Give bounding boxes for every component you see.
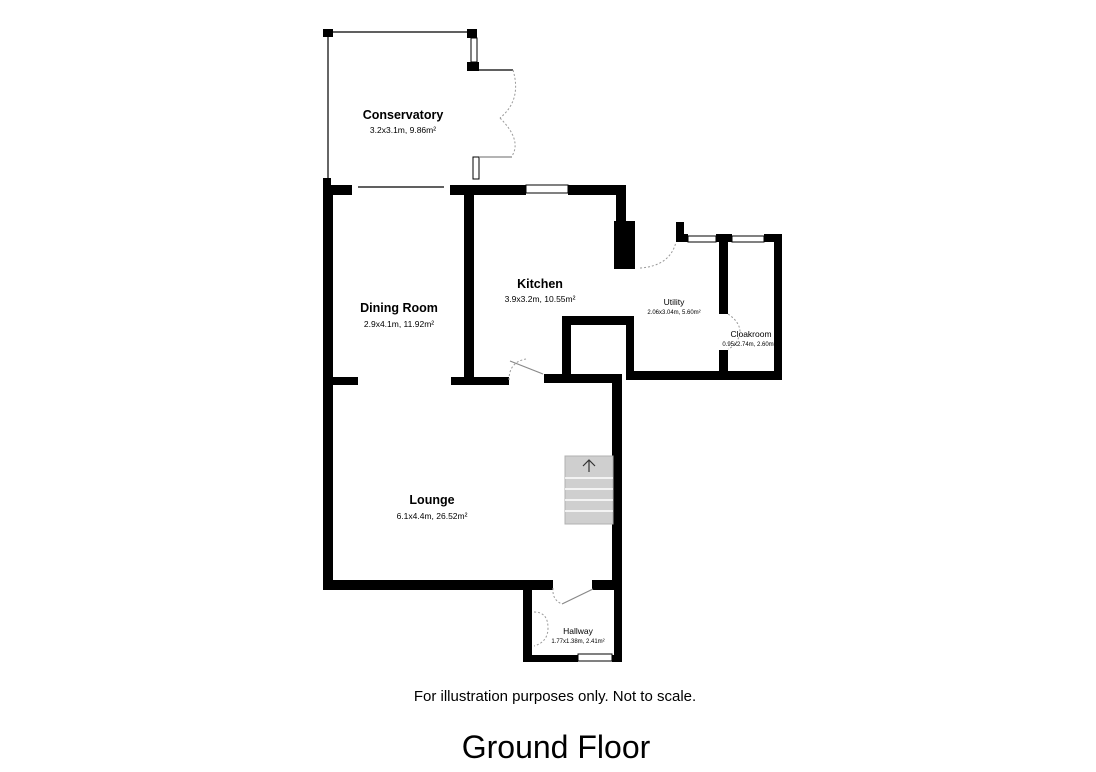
conservatory-walls [323,29,513,186]
room-label-dining: Dining Room 2.9x4.1m, 11.92m² [360,301,438,329]
room-label-hallway: Hallway 1.77x1.38m, 2.41m² [551,626,604,645]
conservatory-french-doors [479,69,517,158]
disclaimer-text: For illustration purposes only. Not to s… [413,688,697,705]
utility-dims: 2.06x3.04m, 5.60m² [647,310,700,316]
floor-title: Ground Floor [461,729,651,765]
utility-cloakroom-walls [562,222,782,380]
conservatory-name: Conservatory [363,108,444,122]
up-arrow-icon [582,459,596,472]
dining-dims: 2.9x4.1m, 11.92m² [364,319,434,329]
room-label-lounge: Lounge 6.1x4.4m, 26.52m² [397,493,468,521]
cloakroom-name: Cloakroom [730,329,771,339]
dining-name: Dining Room [360,301,438,315]
room-label-kitchen: Kitchen 3.9x3.2m, 10.55m² [505,277,576,304]
lounge-walls [323,377,622,605]
lounge-name: Lounge [409,493,454,507]
utility-name: Utility [664,297,686,307]
staircase [564,455,614,525]
conservatory-dims: 3.2x3.1m, 9.86m² [370,125,436,135]
room-label-conservatory: Conservatory 3.2x3.1m, 9.86m² [363,108,444,135]
lounge-dims: 6.1x4.4m, 26.52m² [397,511,468,521]
cloakroom-dims: 0.95x2.74m, 2.60m² [722,342,775,348]
room-label-utility: Utility 2.06x3.04m, 5.60m² [647,297,700,316]
hallway-name: Hallway [563,626,594,636]
hallway-dims: 1.77x1.38m, 2.41m² [551,639,604,645]
hallway-walls [523,587,622,662]
dining-kitchen-walls [323,184,635,385]
room-label-cloakroom: Cloakroom 0.95x2.74m, 2.60m² [722,329,775,348]
kitchen-name: Kitchen [517,277,563,291]
kitchen-dims: 3.9x3.2m, 10.55m² [505,294,576,304]
